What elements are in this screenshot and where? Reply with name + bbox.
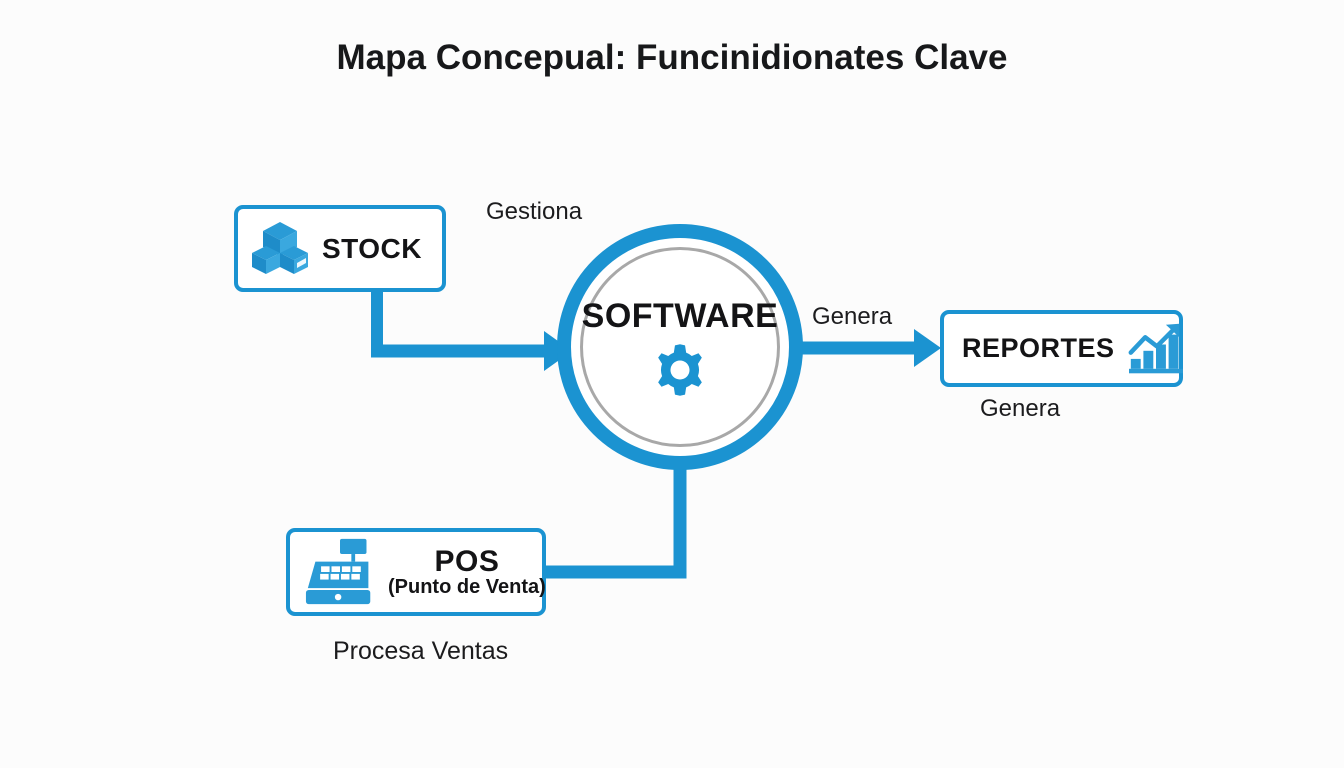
node-stock-label: STOCK xyxy=(322,232,422,264)
node-software-label: SOFTWARE xyxy=(581,296,779,335)
cash-register-icon xyxy=(305,538,371,605)
node-pos[interactable]: POS (Punto de Venta) xyxy=(286,528,546,616)
node-software[interactable]: SOFTWARE xyxy=(557,224,803,470)
node-reportes[interactable]: REPORTES xyxy=(940,310,1183,387)
edge-pos-to-software xyxy=(546,468,687,579)
node-pos-label: POS xyxy=(434,544,500,578)
page-title: Mapa Concepual: Funcinidionates Clave xyxy=(336,38,1008,77)
node-reportes-label: REPORTES xyxy=(962,333,1115,364)
software-inner-ring xyxy=(580,247,780,447)
edge-software-to-reportes xyxy=(800,329,941,367)
node-reportes-caption: Genera xyxy=(980,395,1061,422)
edge-stock-to-software xyxy=(371,292,572,371)
gear-icon xyxy=(658,343,702,396)
boxes-icon xyxy=(252,221,308,274)
node-pos-text: POS (Punto de Venta) xyxy=(388,546,546,599)
edge-label-genera: Genera xyxy=(812,303,893,330)
node-pos-caption: Procesa Ventas xyxy=(333,637,509,665)
edge-label-gestiona: Gestiona xyxy=(486,198,583,225)
bar-chart-arrow-icon xyxy=(1128,323,1183,373)
software-content: SOFTWARE xyxy=(571,238,789,456)
node-pos-sublabel: (Punto de Venta) xyxy=(388,576,546,599)
node-stock[interactable]: STOCK xyxy=(234,205,446,292)
